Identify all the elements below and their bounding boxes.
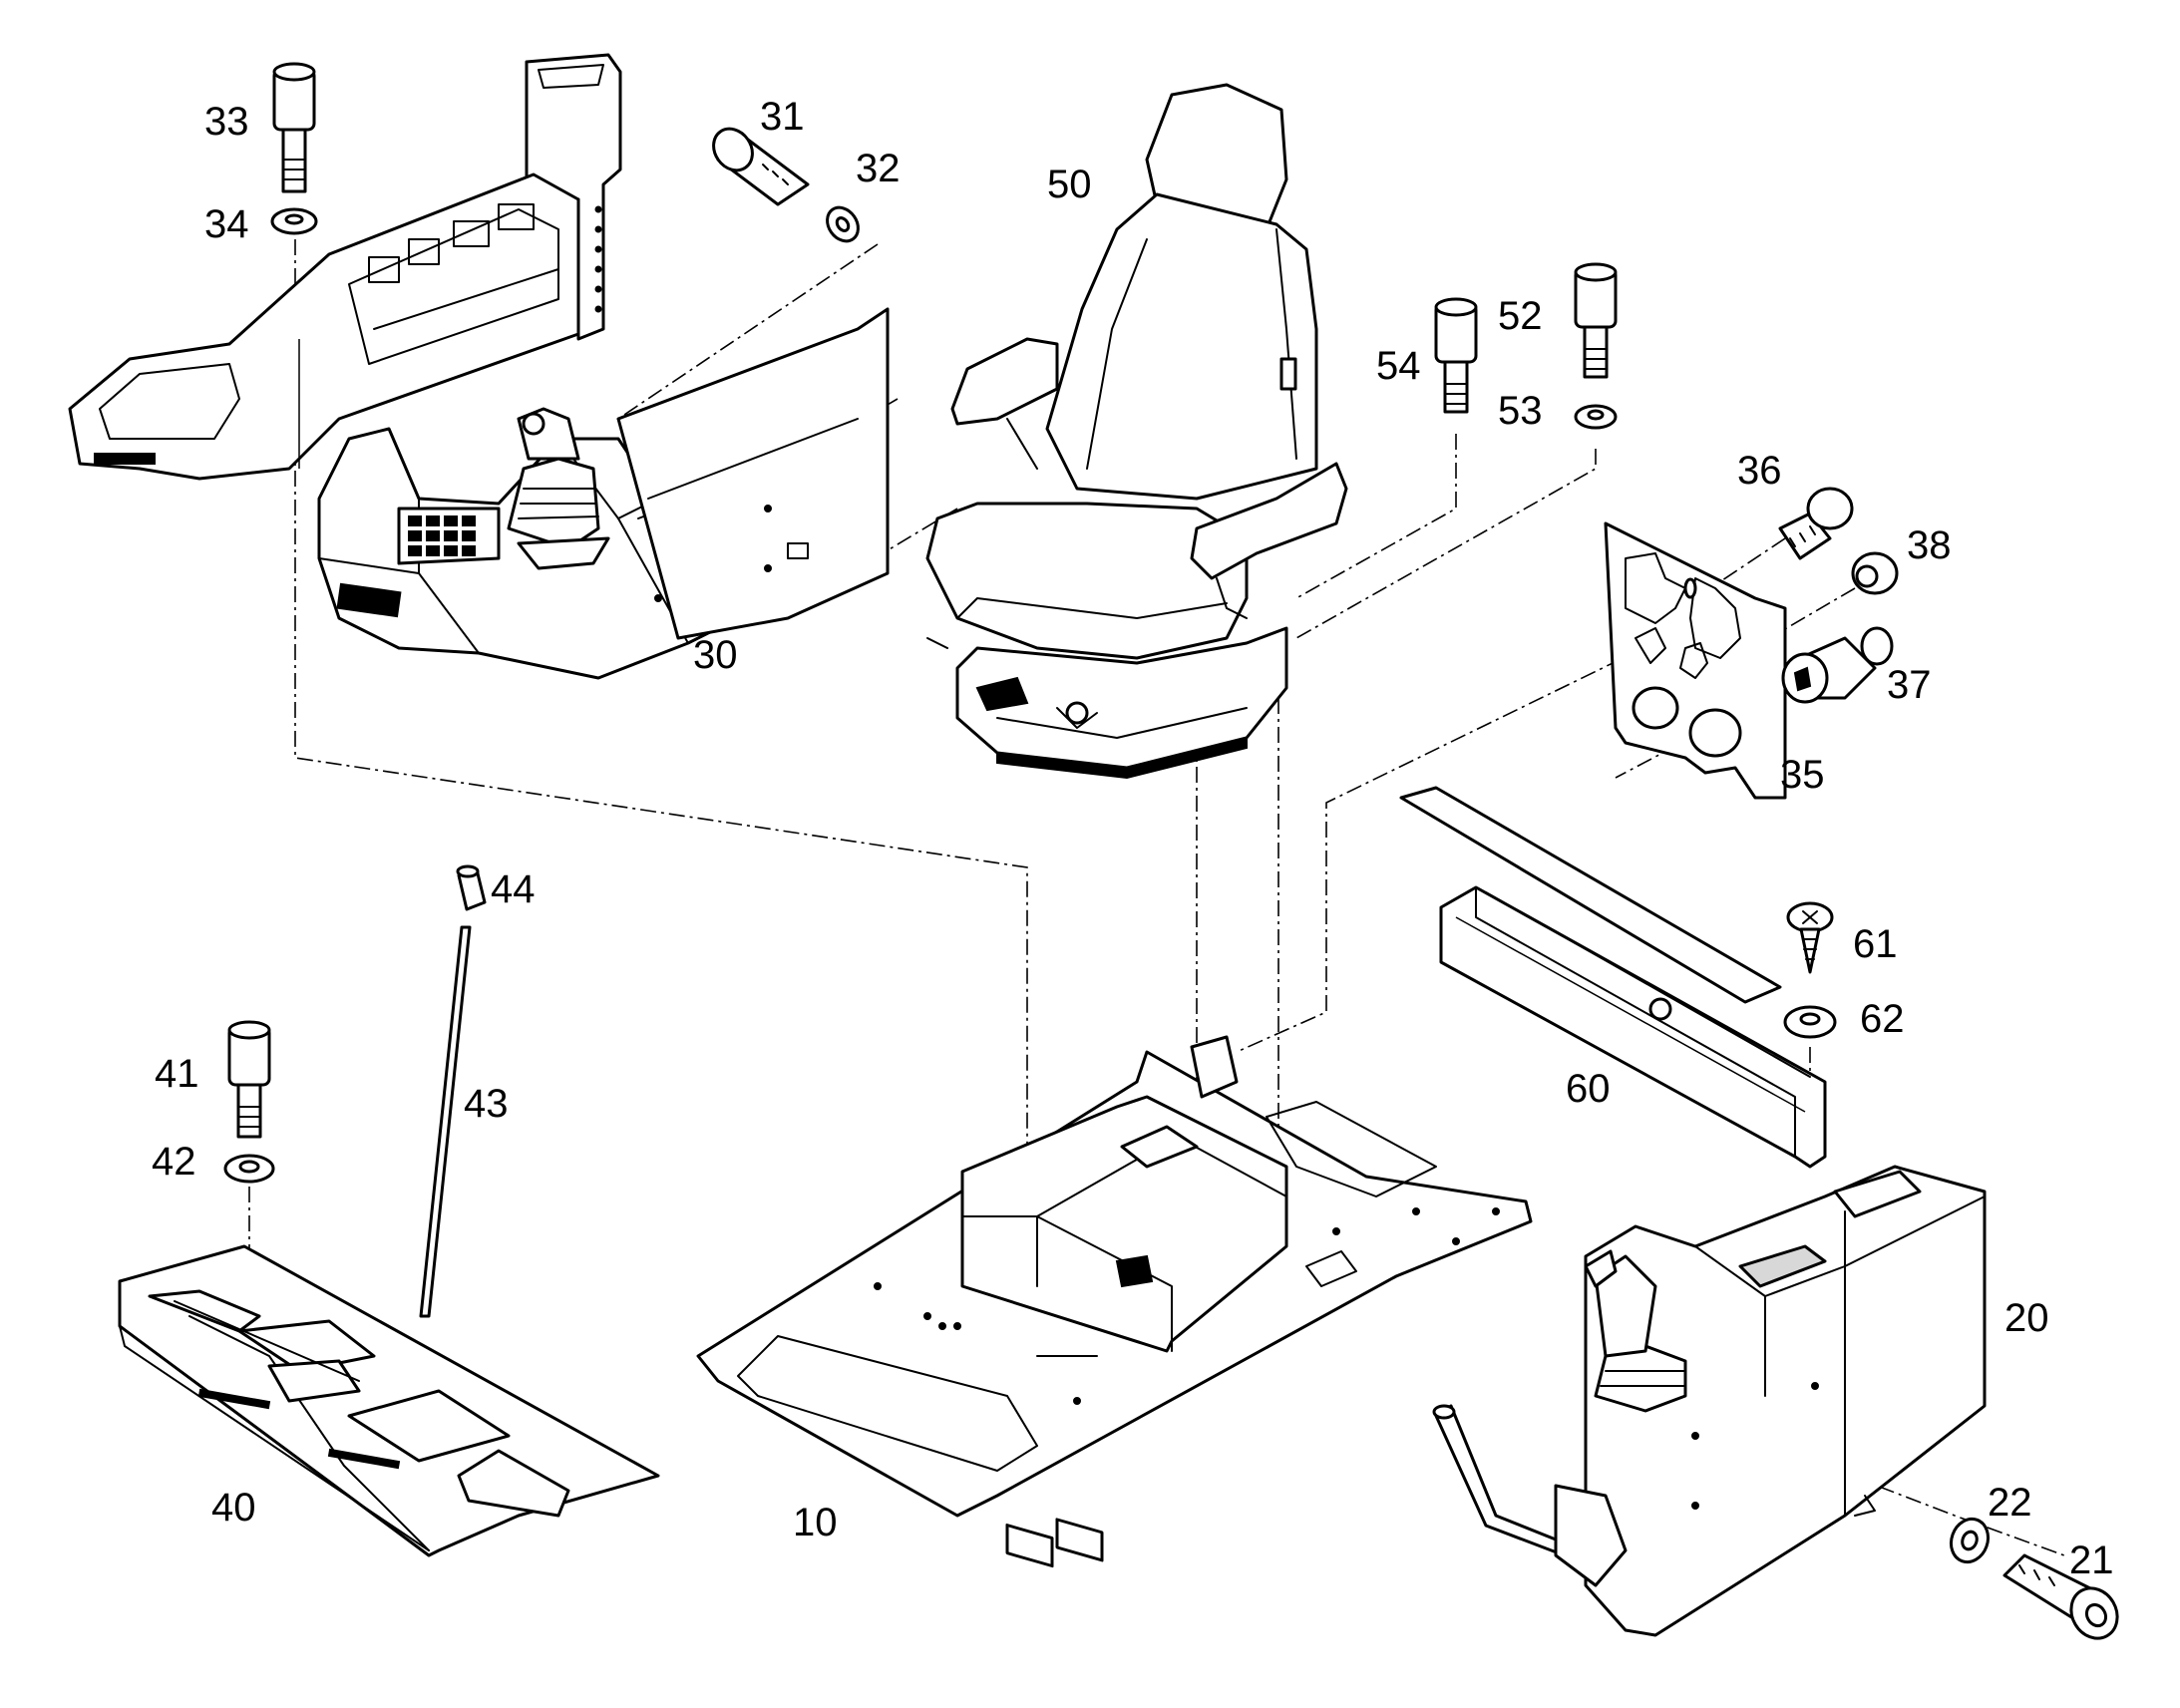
console-30-side-panel: [616, 307, 890, 640]
callout-34: 34: [204, 202, 249, 246]
leader-38: [1734, 587, 1856, 659]
seat-left-armrest: [950, 337, 1059, 426]
screw-61: [1786, 901, 1834, 974]
callout-32: 32: [856, 147, 901, 190]
washer-34: [270, 207, 318, 235]
seat-right-armrest: [1190, 462, 1348, 580]
floor-seat-box: [960, 1095, 1288, 1353]
callout-30: 30: [693, 633, 738, 677]
callout-42: 42: [152, 1140, 196, 1184]
callout-36: 36: [1737, 449, 1782, 493]
callout-35: 35: [1780, 753, 1825, 797]
left-console-assembly: [68, 53, 890, 680]
callout-61: 61: [1853, 922, 1898, 966]
right-console-20: [1432, 1165, 1987, 1637]
bolt-41: [227, 1020, 271, 1139]
floor-plate-10: [696, 1035, 1533, 1568]
callout-50: 50: [1047, 163, 1092, 206]
bolt-36: [1778, 487, 1854, 560]
leader-21-22: [1824, 1465, 2065, 1556]
leader-31-32: [616, 243, 899, 470]
bolt-52: [1574, 262, 1618, 379]
callout-38: 38: [1907, 523, 1952, 567]
leader-54: [1295, 434, 1457, 599]
leader-33-34: [294, 239, 1028, 1167]
callout-22: 22: [1988, 1481, 2032, 1525]
callout-40: 40: [211, 1486, 256, 1530]
connector-plate-35: [1604, 521, 1787, 800]
connector-plate: [1604, 521, 1787, 800]
pedal-plate-40: [118, 1244, 660, 1557]
callouts: 33 34 31 32 50 52 54 53 36 38 37 35 30 4…: [152, 95, 2114, 1582]
callout-10: 10: [793, 1501, 838, 1544]
callout-20: 20: [2004, 1296, 2049, 1340]
callout-37: 37: [1887, 663, 1932, 707]
callout-52: 52: [1498, 294, 1543, 338]
rod-43: [419, 925, 472, 1318]
rail-cover-strip: [1399, 786, 1782, 1004]
callout-44: 44: [491, 867, 536, 911]
callout-21: 21: [2069, 1538, 2114, 1582]
callout-62: 62: [1860, 997, 1905, 1041]
seat-assembly: [925, 83, 1348, 780]
washer-42: [223, 1154, 275, 1184]
washer-62: [1783, 1005, 1837, 1039]
leader-53: [1295, 449, 1597, 639]
knob-44: [456, 864, 487, 911]
bolt-33: [272, 62, 316, 193]
callout-53: 53: [1498, 389, 1543, 433]
callout-31: 31: [760, 95, 805, 139]
seat-cushion: [925, 502, 1249, 660]
washer-32: [826, 205, 860, 243]
callout-60: 60: [1566, 1067, 1611, 1111]
callout-41: 41: [155, 1052, 199, 1096]
connector-37: [1781, 626, 1894, 704]
callout-43: 43: [464, 1082, 509, 1126]
washer-53: [1574, 404, 1618, 430]
console-30-upper-shell: [68, 172, 580, 481]
bolt-21: [2002, 1553, 2119, 1640]
leader-35: [1236, 607, 1726, 1053]
rail-60: [1399, 786, 1827, 1169]
bolt-54: [1434, 297, 1478, 414]
plug-38: [1851, 551, 1899, 595]
seat-suspension-base: [955, 626, 1288, 770]
washer-22: [1949, 1517, 1991, 1564]
callout-33: 33: [204, 100, 249, 144]
seat-backrest: [1045, 192, 1318, 501]
bolt-31: [712, 127, 810, 206]
right-console-body: [1584, 1165, 1987, 1637]
callout-54: 54: [1376, 344, 1421, 388]
